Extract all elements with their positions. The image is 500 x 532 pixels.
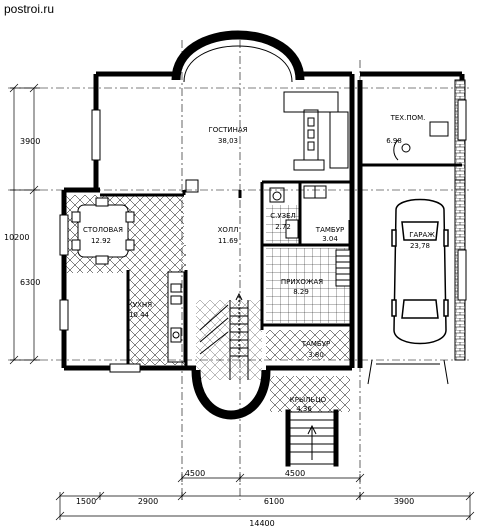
- dim-seg2: 2900: [138, 497, 158, 506]
- tech-fixtures: [393, 121, 449, 161]
- tech-name: ТЕХ.ПОМ.: [390, 114, 426, 122]
- windows: [59, 99, 467, 373]
- kitchen-counter: [167, 271, 185, 363]
- porch-floor: [270, 376, 350, 412]
- kitchen-area: 10.44: [129, 311, 150, 319]
- living-rotunda-wall: [171, 30, 305, 81]
- axis-lines: [8, 40, 470, 500]
- vestibule-area: 3.80: [308, 351, 324, 359]
- dim-seg1: 1500: [76, 497, 96, 506]
- dim-left-total: 10200: [4, 233, 29, 242]
- vestibule-floor: [266, 330, 352, 360]
- entrance-steps: [285, 409, 339, 467]
- dining-area: 12.92: [91, 237, 111, 245]
- dimension-labels: 3900 10200 6300 4500 4500 1500 2900 6100…: [4, 137, 414, 528]
- garage-name: ГАРАЖ: [409, 231, 435, 239]
- porch-name: КРЫЛЬЦО: [290, 396, 327, 404]
- dining-name: СТОЛОВАЯ: [83, 226, 123, 234]
- staircase: [199, 292, 249, 380]
- garage-doors: [367, 359, 449, 385]
- hall-stair-floor: [196, 300, 262, 380]
- entry-wardrobe: [335, 249, 351, 287]
- vest-small-name: ТАМБУР: [315, 226, 344, 234]
- dim-bottom-b: 4500: [285, 469, 305, 478]
- bottom-dimensions: [55, 473, 475, 521]
- garage-area: 23,78: [410, 242, 430, 250]
- site-watermark: postroi.ru: [4, 2, 55, 16]
- hall-name: ХОЛЛ: [218, 226, 239, 234]
- dim-left-top: 3900: [20, 137, 40, 146]
- vest-small-area: 3.04: [322, 235, 338, 243]
- room-labels: ГОСТИНАЯ 38,03 ТЕХ.ПОМ. 6.98 СТОЛОВАЯ 12…: [83, 114, 435, 413]
- dim-total: 14400: [249, 519, 274, 528]
- living-area: 38,03: [218, 137, 238, 145]
- kitchen-name: КУХНЯ: [128, 301, 152, 309]
- entry-name: ПРИХОЖАЯ: [281, 278, 323, 286]
- left-dimensions: [9, 83, 40, 365]
- dim-seg4: 3900: [394, 497, 414, 506]
- living-name: ГОСТИНАЯ: [208, 126, 247, 134]
- tech-area: 6.98: [386, 137, 402, 145]
- wc-fixtures: [269, 185, 327, 239]
- living-furniture: [185, 91, 349, 193]
- vestibule-name: ТАМБУР: [301, 340, 330, 348]
- dim-left-bottom: 6300: [20, 278, 40, 287]
- entry-area: 8.29: [293, 288, 309, 296]
- porch-area: 4.36: [296, 405, 312, 413]
- car-icon: [391, 198, 449, 345]
- wc-name: С.УЗЕЛ: [270, 212, 296, 220]
- dim-bottom-a: 4500: [185, 469, 205, 478]
- dining-table: [71, 197, 135, 265]
- hall-area: 11.69: [218, 237, 238, 245]
- stair-rotunda-wall: [191, 369, 271, 420]
- wc-area: 2.72: [275, 223, 291, 231]
- inner-walls: [100, 163, 462, 368]
- dim-seg3: 6100: [264, 497, 284, 506]
- living-rotunda-inner: [183, 45, 293, 83]
